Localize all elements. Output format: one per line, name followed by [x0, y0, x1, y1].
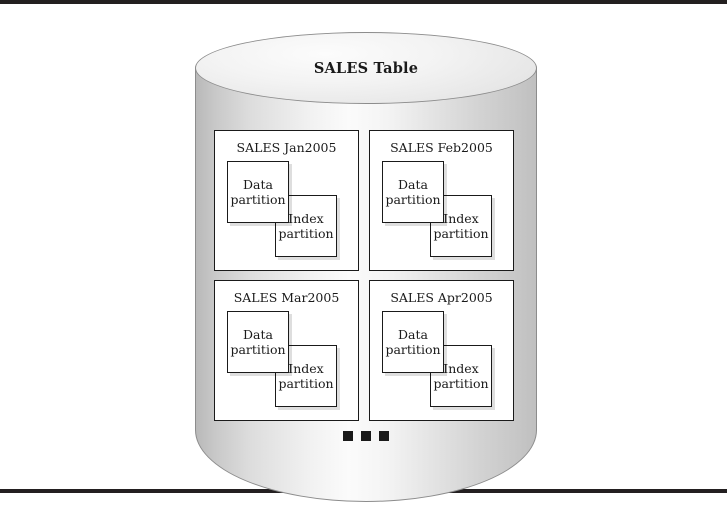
partition-title: SALES Mar2005: [233, 290, 340, 305]
partition-sales-apr2005[interactable]: SALES Apr2005 Index partition Data parti…: [369, 280, 514, 421]
partition-title: SALES Jan2005: [236, 140, 337, 155]
index-partition-label-line1: Index: [288, 360, 324, 376]
data-partition-label-line2: partition: [385, 342, 441, 357]
top-rule: [0, 0, 727, 4]
partition-grid: SALES Jan2005 Index partition Data parti…: [214, 130, 514, 421]
data-partition-label-line2: partition: [230, 342, 286, 357]
data-partition-box[interactable]: Data partition: [382, 311, 444, 373]
ellipsis-squares-icon: [343, 430, 389, 442]
data-partition-label-line1: Data: [243, 326, 273, 342]
data-partition-label-line2: partition: [230, 192, 286, 207]
ellipsis-square-3: [379, 431, 389, 441]
partition-title: SALES Feb2005: [390, 140, 493, 155]
cylinder-top-cap: [195, 32, 537, 104]
index-partition-label-line2: partition: [278, 226, 334, 241]
sales-table-cylinder: SALES Table SALES Jan2005 Index partitio…: [195, 32, 537, 502]
data-partition-box[interactable]: Data partition: [382, 161, 444, 223]
partition-sales-feb2005[interactable]: SALES Feb2005 Index partition Data parti…: [369, 130, 514, 271]
data-partition-label-line1: Data: [398, 326, 428, 342]
index-partition-label-line2: partition: [433, 376, 489, 391]
ellipsis-square-1: [343, 431, 353, 441]
data-partition-label-line2: partition: [385, 192, 441, 207]
partition-sales-jan2005[interactable]: SALES Jan2005 Index partition Data parti…: [214, 130, 359, 271]
cylinder-title: SALES Table: [313, 59, 419, 77]
index-partition-label-line2: partition: [433, 226, 489, 241]
index-partition-label-line1: Index: [443, 360, 479, 376]
ellipsis-square-2: [361, 431, 371, 441]
index-partition-label-line2: partition: [278, 376, 334, 391]
partition-sales-mar2005[interactable]: SALES Mar2005 Index partition Data parti…: [214, 280, 359, 421]
data-partition-box[interactable]: Data partition: [227, 311, 289, 373]
data-partition-label-line1: Data: [243, 176, 273, 192]
data-partition-label-line1: Data: [398, 176, 428, 192]
sales-table-partition-diagram: SALES Table SALES Jan2005 Index partitio…: [0, 4, 727, 502]
index-partition-box[interactable]: Index partition: [430, 345, 492, 407]
partition-title: SALES Apr2005: [390, 290, 493, 305]
data-partition-box[interactable]: Data partition: [227, 161, 289, 223]
index-partition-label-line1: Index: [443, 210, 479, 226]
index-partition-label-line1: Index: [288, 210, 324, 226]
